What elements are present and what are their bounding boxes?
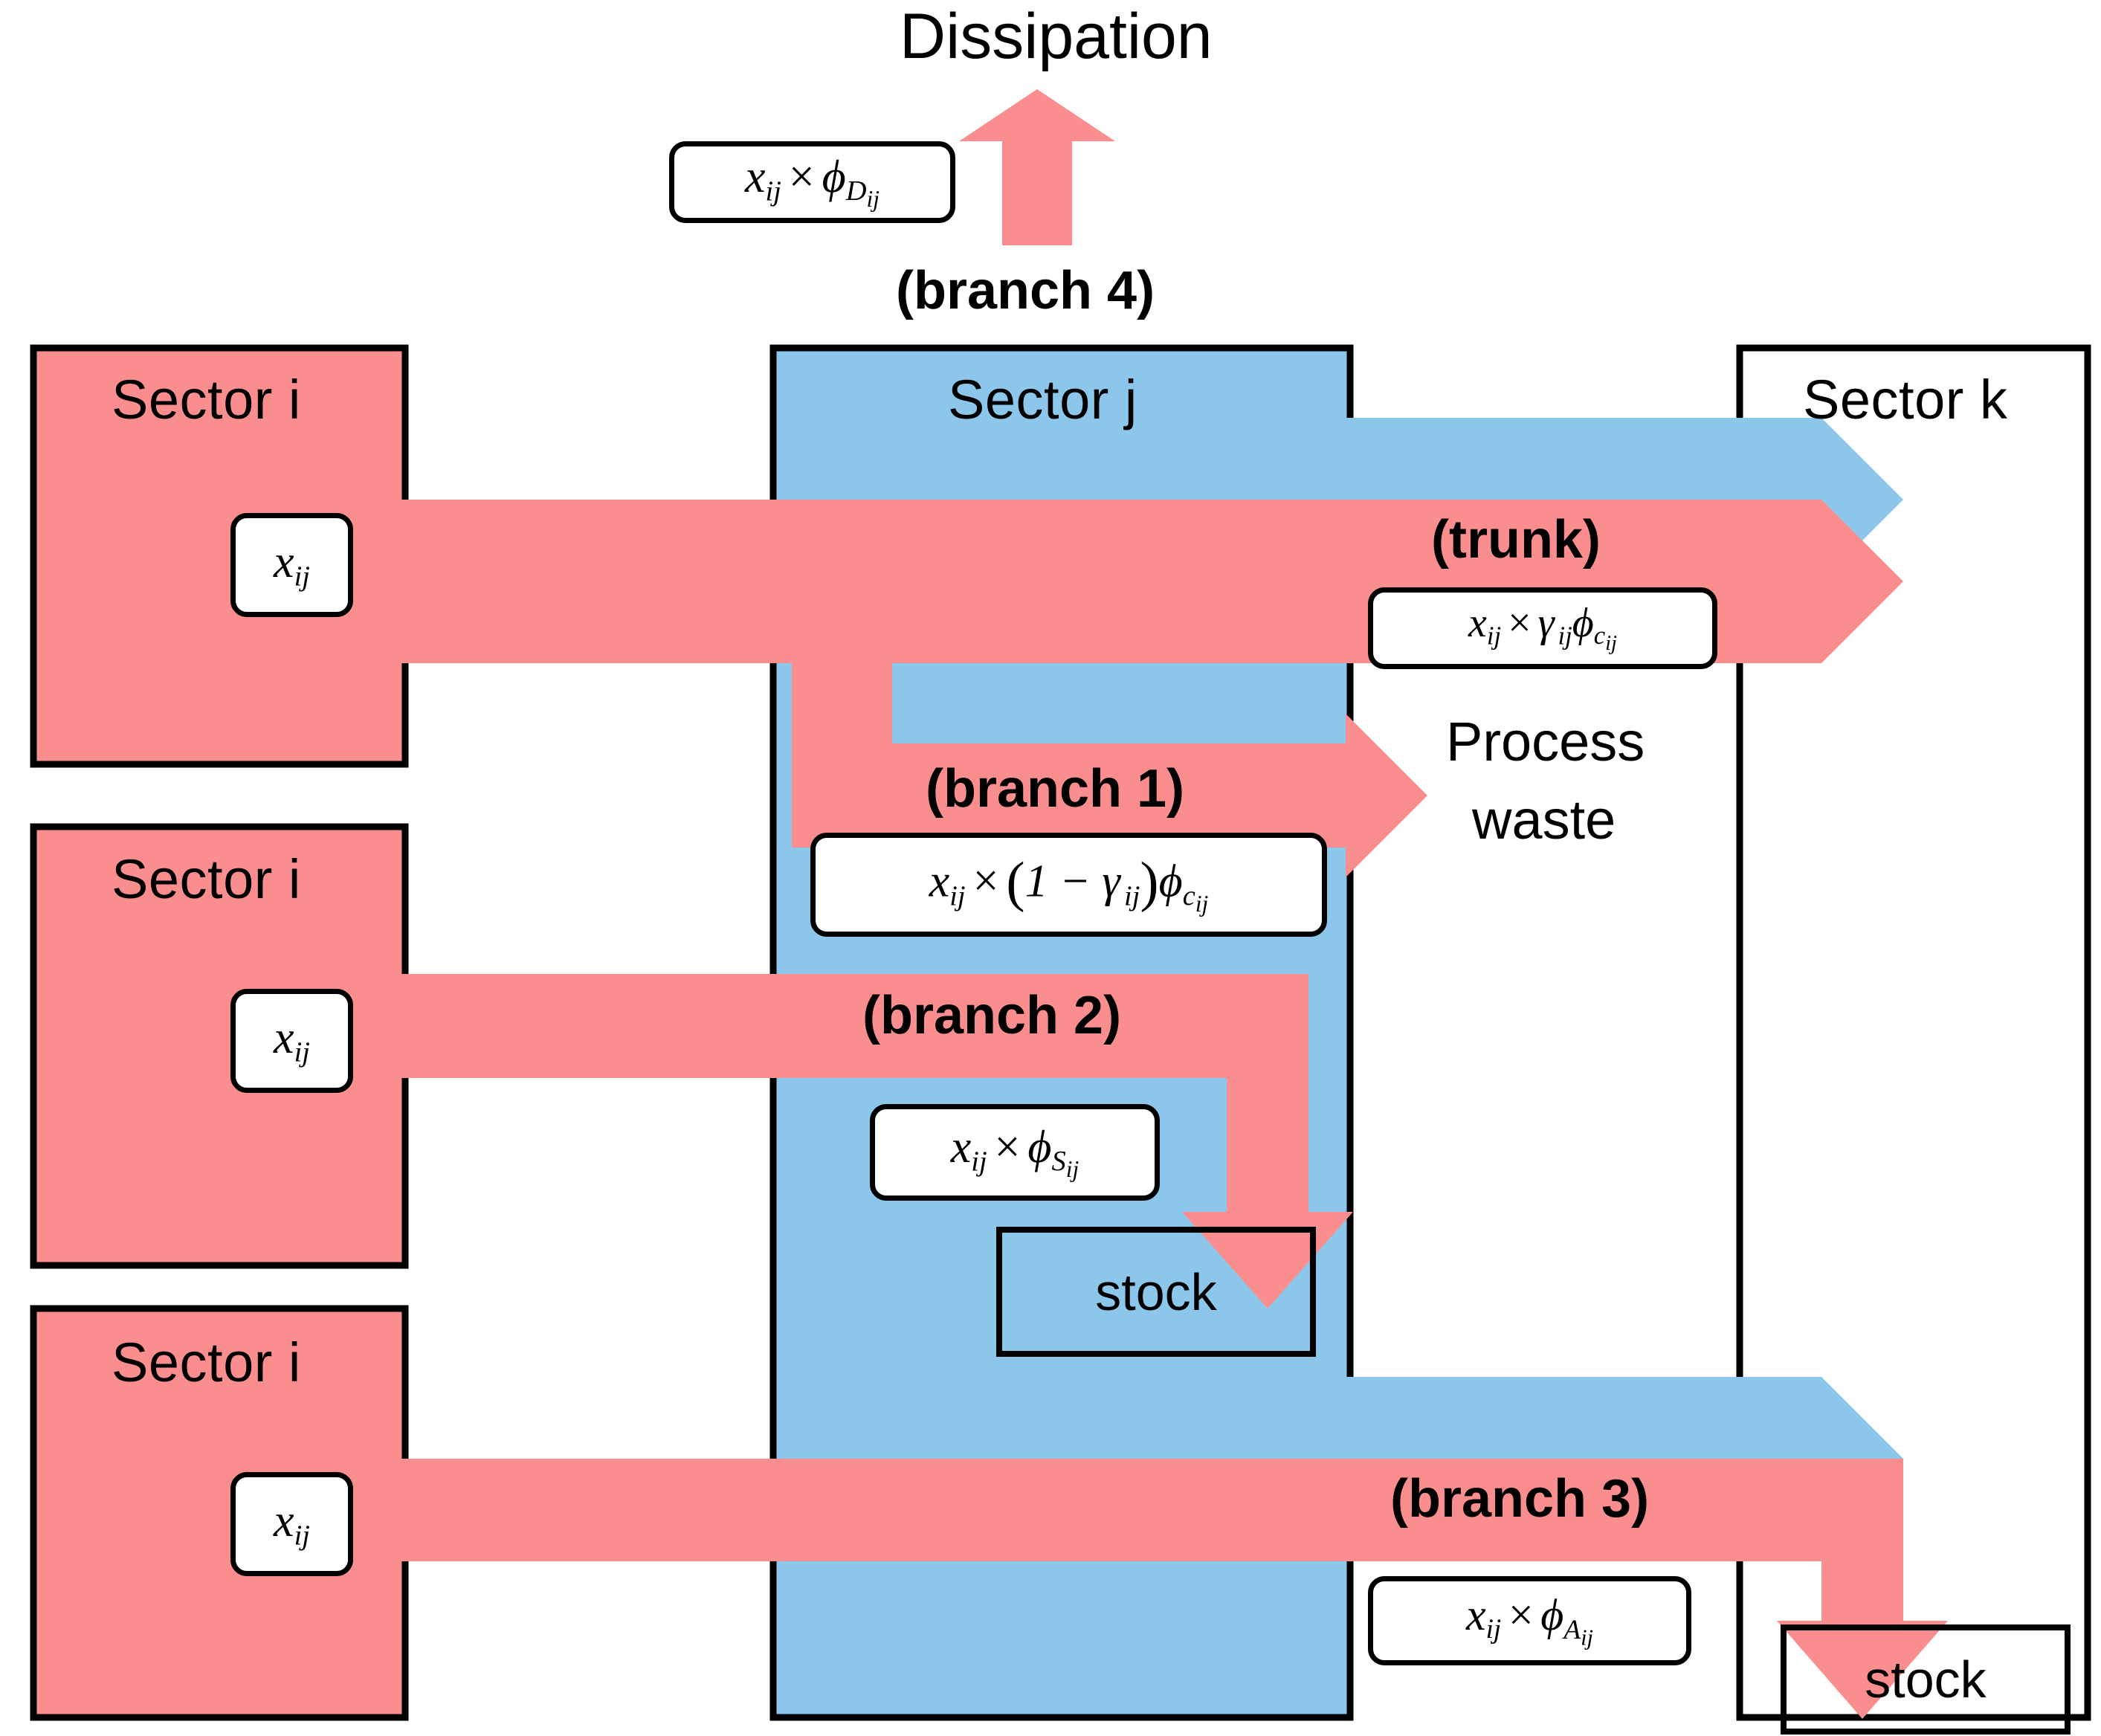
- branch3-formula-box: xij×ϕAij: [1368, 1576, 1691, 1665]
- branch1-formula: xij×(1 − γ ij)ϕcij: [929, 851, 1209, 917]
- sector-i-title-1: Sector i: [112, 369, 301, 430]
- branch2-formula-box: xij×ϕSij: [870, 1104, 1160, 1201]
- process-waste-formula-box: xij×γ ijϕcij: [1368, 587, 1717, 669]
- branch2-pink-flow: [372, 974, 1353, 1309]
- trunk-label: (trunk): [1431, 510, 1601, 569]
- x-ij-formula-2: xij: [274, 1013, 310, 1068]
- sector-j-title: Sector j: [948, 369, 1137, 430]
- stock-box-sector-k: stock: [1781, 1624, 2071, 1735]
- x-ij-formula-1: xij: [274, 537, 310, 593]
- x-ij-box-2: xij: [230, 989, 353, 1093]
- branch4-label: (branch 4): [896, 261, 1155, 320]
- sector-i-title-2: Sector i: [112, 848, 301, 910]
- branch3-label: (branch 3): [1390, 1469, 1650, 1529]
- process-waste-label-line2: waste: [1472, 789, 1616, 851]
- process-waste-label-line1: Process: [1446, 711, 1645, 772]
- dissipation-formula-box: xij×ϕDij: [669, 141, 955, 223]
- branch3-formula: xij×ϕAij: [1465, 1590, 1594, 1651]
- dissipation-formula: xij×ϕDij: [744, 151, 880, 212]
- stock-box-sector-j: stock: [996, 1227, 1316, 1357]
- stock-label-j: stock: [1095, 1262, 1217, 1321]
- x-ij-formula-3: xij: [274, 1496, 310, 1552]
- branch2-formula: xij×ϕSij: [950, 1121, 1079, 1182]
- branch4-pink-arrow: [959, 89, 1115, 245]
- sector-k-title: Sector k: [1803, 369, 2008, 430]
- branch3-pink-flow: [372, 1459, 1948, 1719]
- x-ij-box-1: xij: [230, 513, 353, 617]
- branch1-pink-flow: [792, 580, 1427, 877]
- branch2-label: (branch 2): [862, 986, 1122, 1045]
- dissipation-label: Dissipation: [900, 1, 1213, 72]
- process-waste-formula: xij×γ ijϕcij: [1468, 599, 1617, 655]
- x-ij-box-3: xij: [230, 1472, 353, 1576]
- branch1-formula-box: xij×(1 − γ ij)ϕcij: [810, 833, 1327, 937]
- branch1-label: (branch 1): [926, 759, 1185, 819]
- stock-label-k: stock: [1865, 1651, 1987, 1708]
- sector-i-title-3: Sector i: [112, 1332, 301, 1393]
